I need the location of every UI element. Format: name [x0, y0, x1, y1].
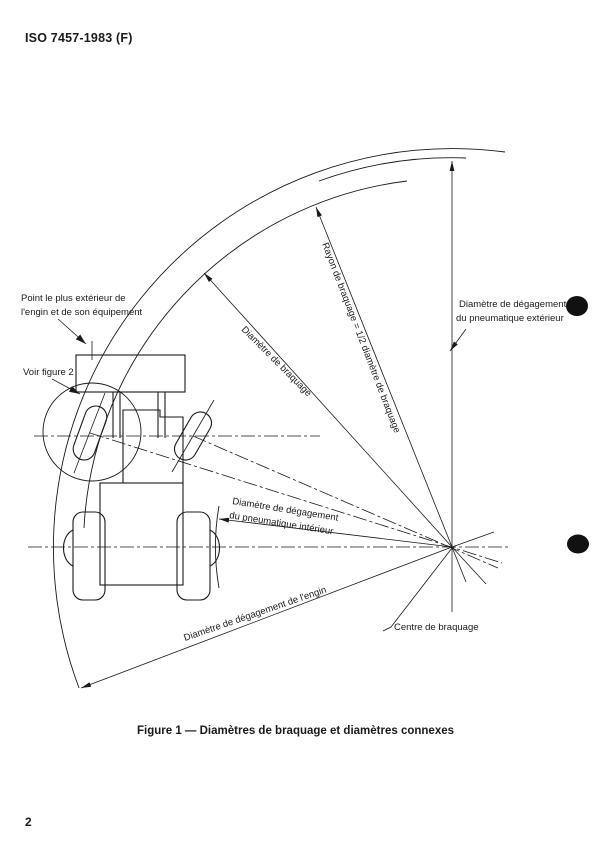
turning-diameter-label: Diamètre de braquage [239, 324, 314, 399]
page-number: 2 [25, 815, 32, 829]
outermost-point-label-line1: Point le plus extérieur de [21, 293, 126, 304]
outer-tyre-clearance-arc [318, 157, 467, 182]
rear-wheel-right [176, 511, 211, 601]
label-leaders [51, 318, 467, 632]
machine-top-view [42, 354, 221, 601]
machine-clearance-extension [451, 531, 495, 548]
turning-radius-extension [451, 546, 467, 583]
rear-body [99, 482, 184, 586]
registration-dot [566, 296, 588, 316]
diagram-labels: Point le plus extérieur de l'engin et de… [21, 241, 567, 644]
registration-dot [567, 534, 589, 554]
turning-radius-label: Rayon de braquage = 1/2 diamètre de braq… [319, 241, 402, 435]
page-header: ISO 7457-1983 (F) [25, 31, 133, 45]
dimension-lines [28, 161, 508, 689]
outer-tyre-clearance-label-line2: du pneumatique extérieur [456, 313, 564, 324]
chassis-body [122, 409, 184, 484]
inner-tyre-clearance-line [218, 517, 453, 548]
outermost-point-label-line2: l'engin et de son équipement [21, 307, 143, 318]
turning-diameter-arc [83, 180, 408, 529]
machine-clearance-line [80, 546, 453, 689]
steering-axis-left-line [89, 432, 503, 564]
see-figure-2-leader [51, 378, 81, 395]
outer-tyre-clearance-label-line1: Diamètre de dégagement [459, 299, 567, 310]
turning-radius-line [315, 206, 453, 548]
frame-rails [112, 392, 166, 438]
see-figure-2-label: Voir figure 2 [23, 367, 74, 378]
detail-circle-figure-2 [42, 382, 142, 482]
rear-wheel-left [72, 511, 106, 601]
rear-hub-right [209, 529, 221, 567]
figure-caption: Figure 1 — Diamètres de braquage et diam… [137, 725, 455, 737]
front-implement [75, 354, 186, 393]
front-wheel-right-plane-line [171, 399, 215, 473]
machine-clearance-label: Diamètre de dégagement de l'engin [182, 585, 328, 644]
outermost-point-leader [57, 318, 87, 345]
steering-axis-right-line [192, 435, 499, 569]
registration-marks [566, 296, 589, 554]
turning-centre-leader [382, 547, 453, 632]
front-wheel-left-plane-line [73, 392, 106, 474]
rear-hub-left [62, 529, 74, 567]
outer-tyre-label-leader [449, 328, 467, 352]
turning-diameter-line [203, 272, 453, 548]
turning-centre-label: Centre de braquage [394, 622, 479, 633]
turning-diameter-extension [451, 546, 487, 585]
machine-clearance-arc [53, 148, 506, 689]
